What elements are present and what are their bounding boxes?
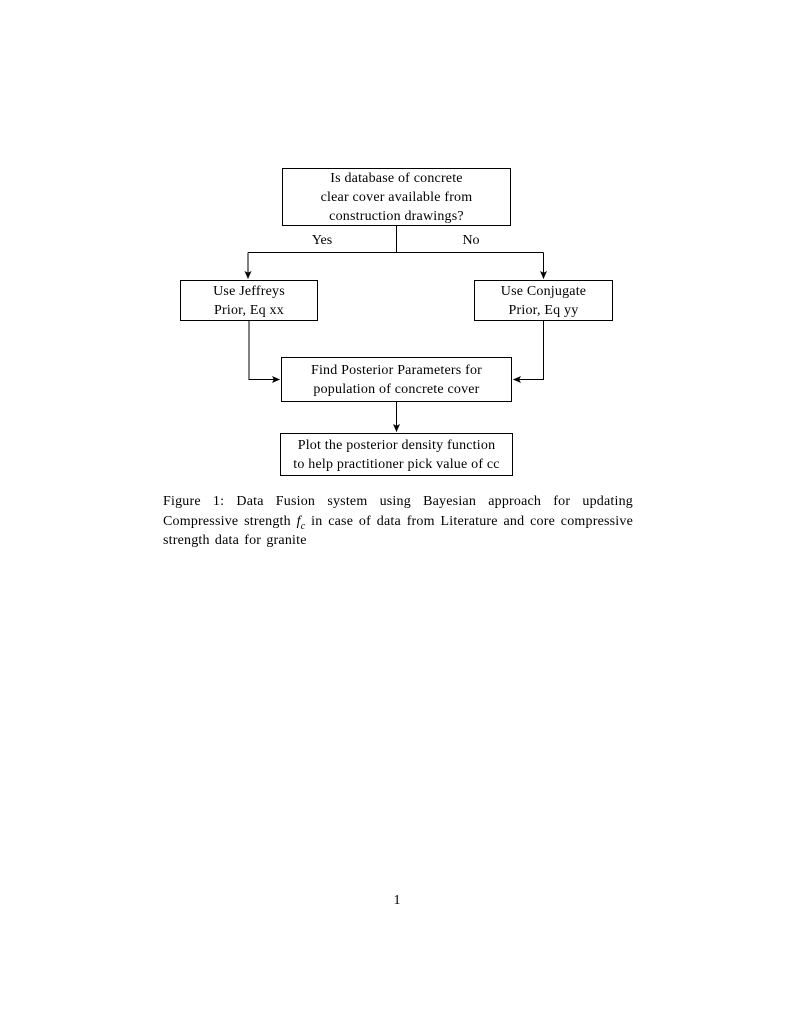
- no-branch-label: No: [462, 233, 480, 248]
- conjugate-prior-box: Use Conjugate Prior, Eq yy: [474, 280, 613, 321]
- arrow-conjugate-to-posterior: [513, 321, 544, 383]
- math-subscript-c: c: [300, 520, 306, 532]
- arrow-jeffreys-to-posterior: [248, 321, 280, 383]
- page-number: 1: [393, 893, 401, 908]
- decision-box: Is database of concrete clear cover avai…: [282, 168, 511, 226]
- math-f: f: [296, 513, 301, 529]
- posterior-parameters-box: Find Posterior Parameters for population…: [281, 357, 512, 402]
- yes-branch-label: Yes: [311, 233, 333, 248]
- figure-caption: Figure 1: Data Fusion system using Bayes…: [163, 492, 633, 551]
- caption-text-before-math: Figure 1: Data Fusion system using Bayes…: [163, 494, 633, 529]
- caption-text-after-math: in case of data from Literature and core…: [163, 513, 633, 549]
- math-fc-symbol: fc: [296, 513, 306, 532]
- jeffreys-prior-box: Use Jeffreys Prior, Eq xx: [180, 280, 318, 321]
- plot-density-box: Plot the posterior density function to h…: [280, 433, 513, 476]
